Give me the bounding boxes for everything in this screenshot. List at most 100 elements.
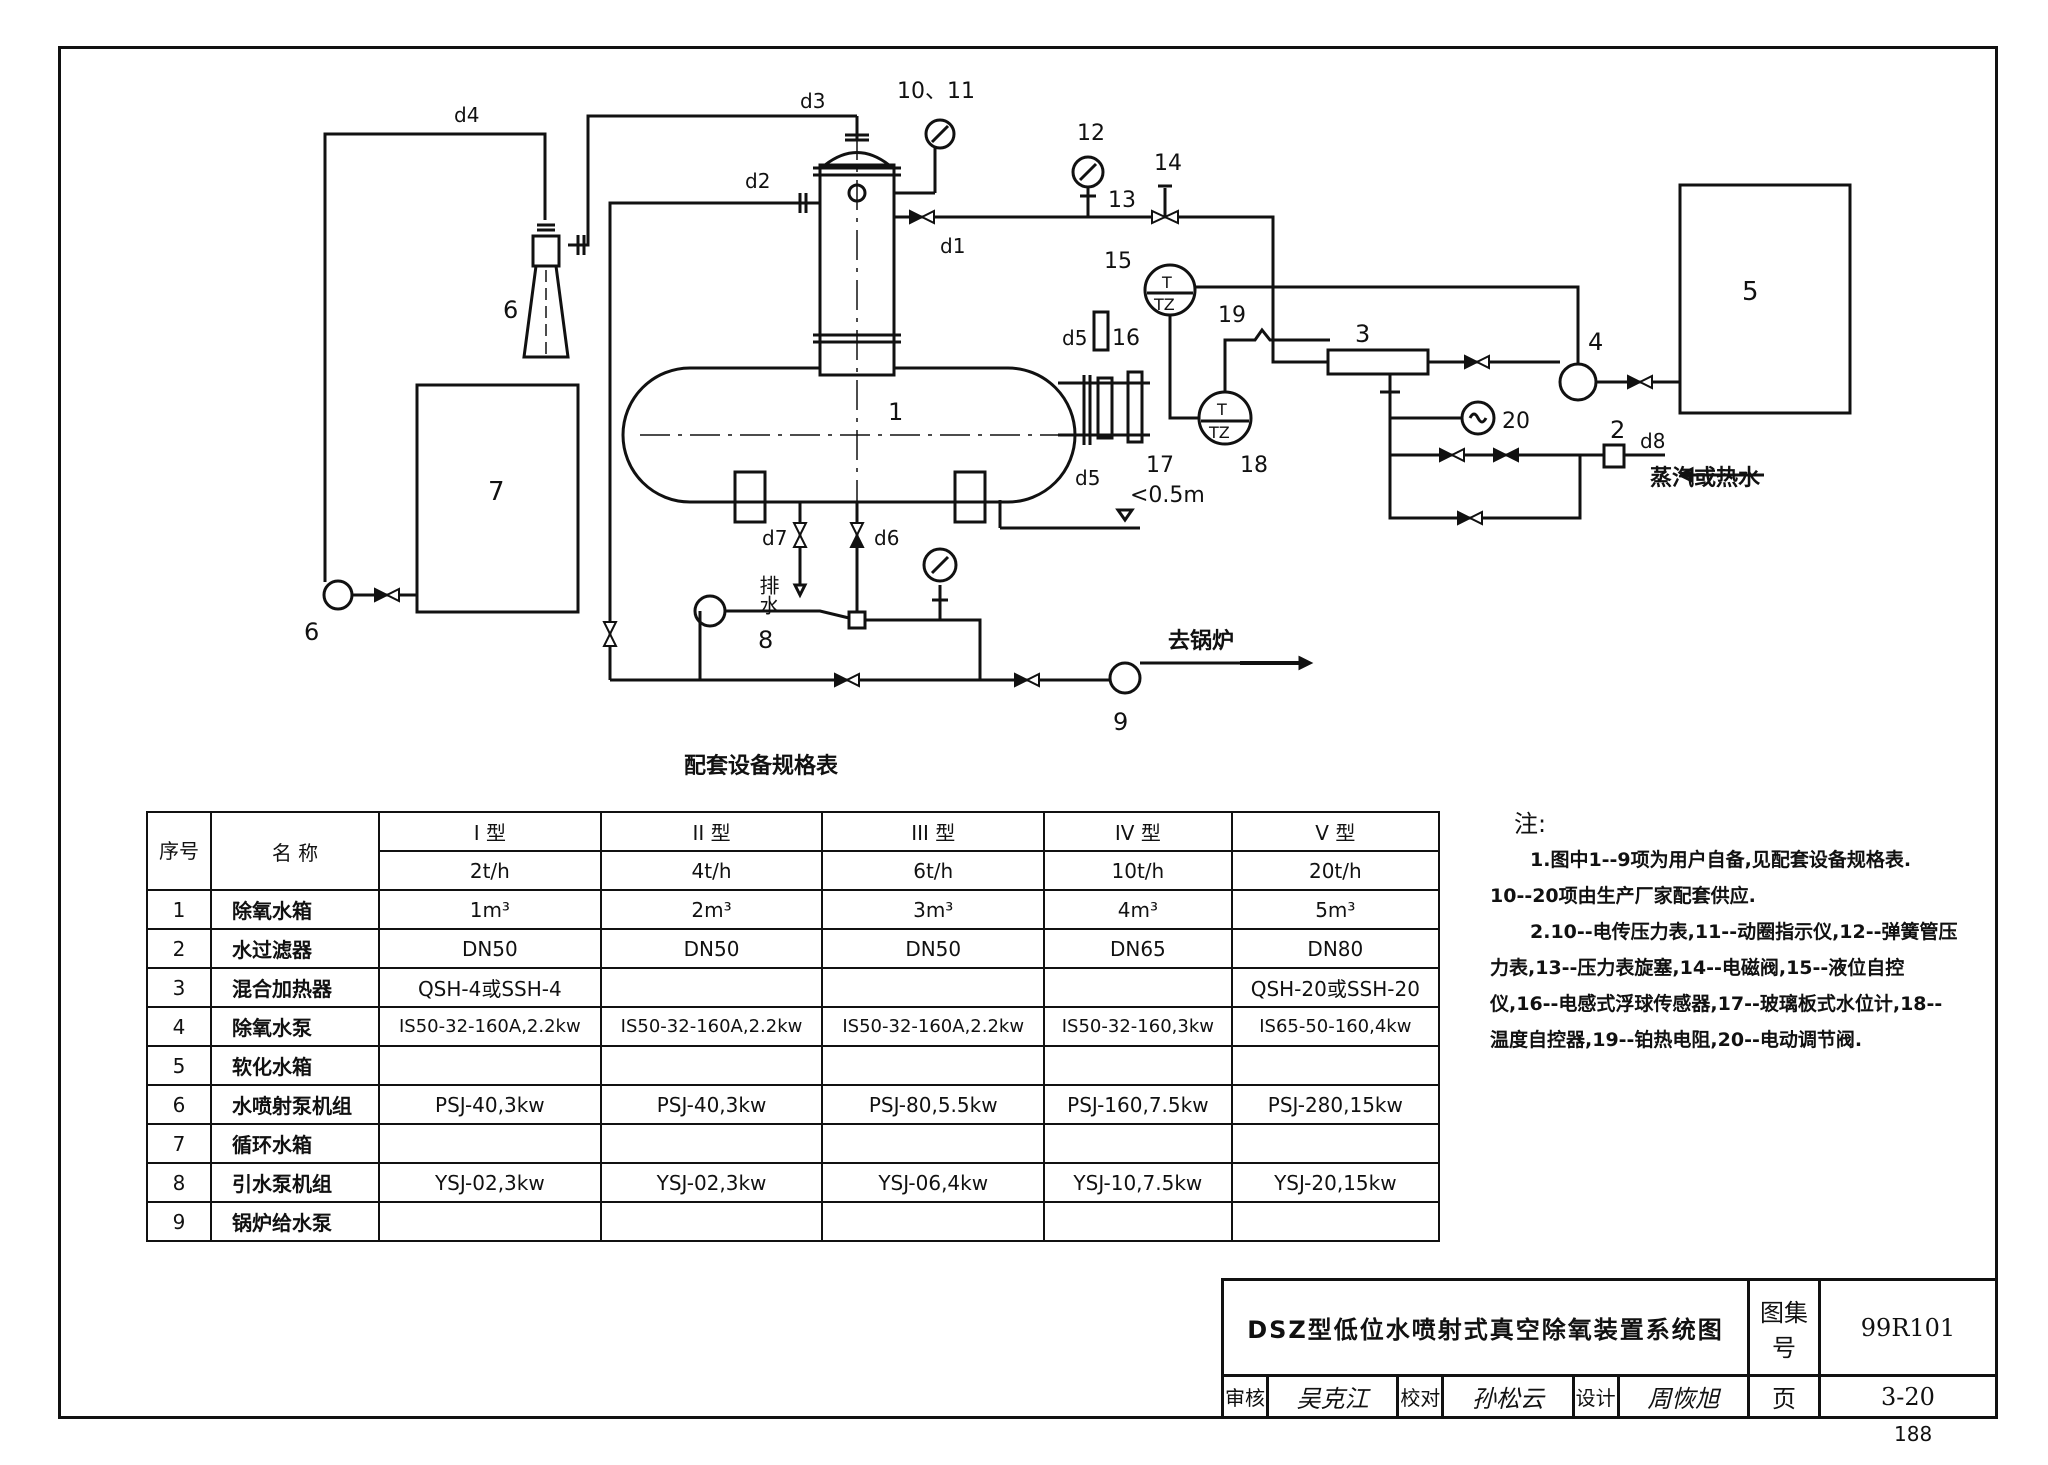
label-drain: 排水	[756, 575, 780, 615]
notes-heading: 注:	[1514, 810, 1547, 838]
header-type: I 型	[378, 811, 602, 852]
row-spec-cell	[821, 1123, 1046, 1164]
row-spec-cell	[1043, 1201, 1233, 1242]
label-12: 12	[1077, 121, 1105, 146]
row-equipment-name: 水喷射泵机组	[210, 1084, 380, 1125]
row-spec-cell: 5m³	[1230, 889, 1441, 930]
note-2: 2.10--电传压力表,11--动圈指示仪,12--弹簧管压力表,13--压力表…	[1490, 921, 1958, 1051]
circulation-tank	[415, 383, 580, 614]
row-spec-cell	[378, 1045, 602, 1086]
label-18: 18	[1240, 453, 1268, 478]
design-label: 设计	[1571, 1374, 1620, 1419]
row-spec-cell: IS65-50-160,4kw	[1230, 1006, 1441, 1047]
label-8: 8	[758, 626, 773, 654]
row-spec-cell: YSJ-06,4kw	[821, 1162, 1046, 1203]
row-spec-cell	[378, 1123, 602, 1164]
row-number: 9	[146, 1201, 212, 1242]
row-spec-cell: QSH-20或SSH-20	[1230, 967, 1441, 1008]
row-spec-cell	[1043, 1123, 1233, 1164]
row-number: 4	[146, 1006, 212, 1047]
header-rate: 10t/h	[1043, 850, 1233, 891]
label-tz2-top: T	[1216, 400, 1227, 419]
row-spec-cell: YSJ-20,15kw	[1230, 1162, 1441, 1203]
row-spec-cell: IS50-32-160A,2.2kw	[378, 1006, 602, 1047]
row-spec-cell	[378, 1201, 602, 1242]
row-spec-cell: 3m³	[821, 889, 1046, 930]
label-16: 16	[1112, 326, 1140, 351]
spring-pressure-gauge	[1071, 155, 1105, 189]
tank-support-right	[953, 470, 987, 524]
label-9: 9	[1113, 708, 1128, 736]
row-spec-cell	[821, 1201, 1046, 1242]
row-spec-cell: IS50-32-160A,2.2kw	[821, 1006, 1046, 1047]
row-spec-cell	[1230, 1201, 1441, 1242]
label-d7: d7	[762, 526, 787, 550]
valve-bypass-2	[1493, 447, 1509, 463]
label-3: 3	[1355, 320, 1370, 348]
label-d5-top: d5	[1062, 326, 1087, 350]
review-label: 审核	[1221, 1374, 1269, 1419]
row-equipment-name: 除氧水箱	[210, 889, 380, 930]
label-d4: d4	[454, 103, 479, 127]
note-1a: 1.图中1--9项为用户自备,见配套设备规格表.	[1530, 849, 1912, 871]
row-spec-cell	[1230, 1123, 1441, 1164]
label-d6: d6	[874, 526, 899, 550]
header-rate: 2t/h	[378, 850, 602, 891]
label-tz2-bottom: TZ	[1208, 423, 1230, 442]
float-sensor	[1092, 310, 1110, 352]
label-4: 4	[1588, 328, 1603, 356]
row-spec-cell: DN80	[1230, 928, 1441, 969]
label-5: 5	[1742, 277, 1759, 307]
label-2: 2	[1610, 416, 1625, 444]
atlas-number-label: 图集号	[1747, 1278, 1821, 1377]
label-level: <0.5m	[1130, 483, 1205, 508]
page-label: 页	[1747, 1374, 1821, 1419]
label-d8: d8	[1640, 429, 1665, 453]
label-13: 13	[1108, 188, 1136, 213]
atlas-number: 99R101	[1818, 1278, 1998, 1377]
notes: 注: 1.图中1--9项为用户自备,见配套设备规格表. 10--20项由生产厂家…	[1490, 806, 1960, 1058]
row-spec-cell: 4m³	[1043, 889, 1233, 930]
row-number: 5	[146, 1045, 212, 1086]
header-rate: 6t/h	[821, 850, 1046, 891]
row-spec-cell: YSJ-10,7.5kw	[1043, 1162, 1233, 1203]
label-15: 15	[1104, 249, 1132, 274]
label-7: 7	[488, 477, 505, 507]
valve-bypass-3	[1457, 510, 1473, 526]
label-19: 19	[1218, 303, 1246, 328]
label-17: 17	[1146, 453, 1174, 478]
row-spec-cell: DN50	[821, 928, 1046, 969]
header-name: 名 称	[210, 811, 380, 891]
electric-pressure-gauge	[924, 118, 956, 150]
motorized-valve	[1460, 400, 1496, 436]
valve-d7	[792, 522, 808, 538]
valve-d6	[849, 522, 865, 538]
row-spec-cell: IS50-32-160A,2.2kw	[599, 1006, 824, 1047]
row-spec-cell	[821, 1045, 1046, 1086]
boiler-feed-pump	[1108, 661, 1142, 695]
check-label: 校对	[1396, 1374, 1445, 1419]
header-rate: 20t/h	[1230, 850, 1441, 891]
header-seq: 序号	[146, 811, 212, 891]
label-20: 20	[1502, 409, 1530, 434]
label-6-top: 6	[503, 296, 518, 324]
system-schematic: d4 d3 d2 d1 d5 d5 d6 d7 d8 1 2 3 4 5 6 6…	[304, 79, 1852, 736]
row-spec-cell: DN50	[599, 928, 824, 969]
valve-pump6	[374, 587, 390, 603]
outlet-pressure-gauge	[922, 547, 958, 583]
row-spec-cell	[1230, 1045, 1441, 1086]
check-signature: 孙松云	[1441, 1374, 1575, 1419]
row-spec-cell: PSJ-160,7.5kw	[1043, 1084, 1233, 1125]
water-filter	[1602, 443, 1626, 469]
deaerator-pump	[1558, 362, 1598, 402]
row-spec-cell: PSJ-80,5.5kw	[821, 1084, 1046, 1125]
drawing-frame	[58, 46, 1998, 1419]
label-1: 1	[888, 398, 903, 426]
label-tz1-bottom: TZ	[1153, 295, 1175, 314]
